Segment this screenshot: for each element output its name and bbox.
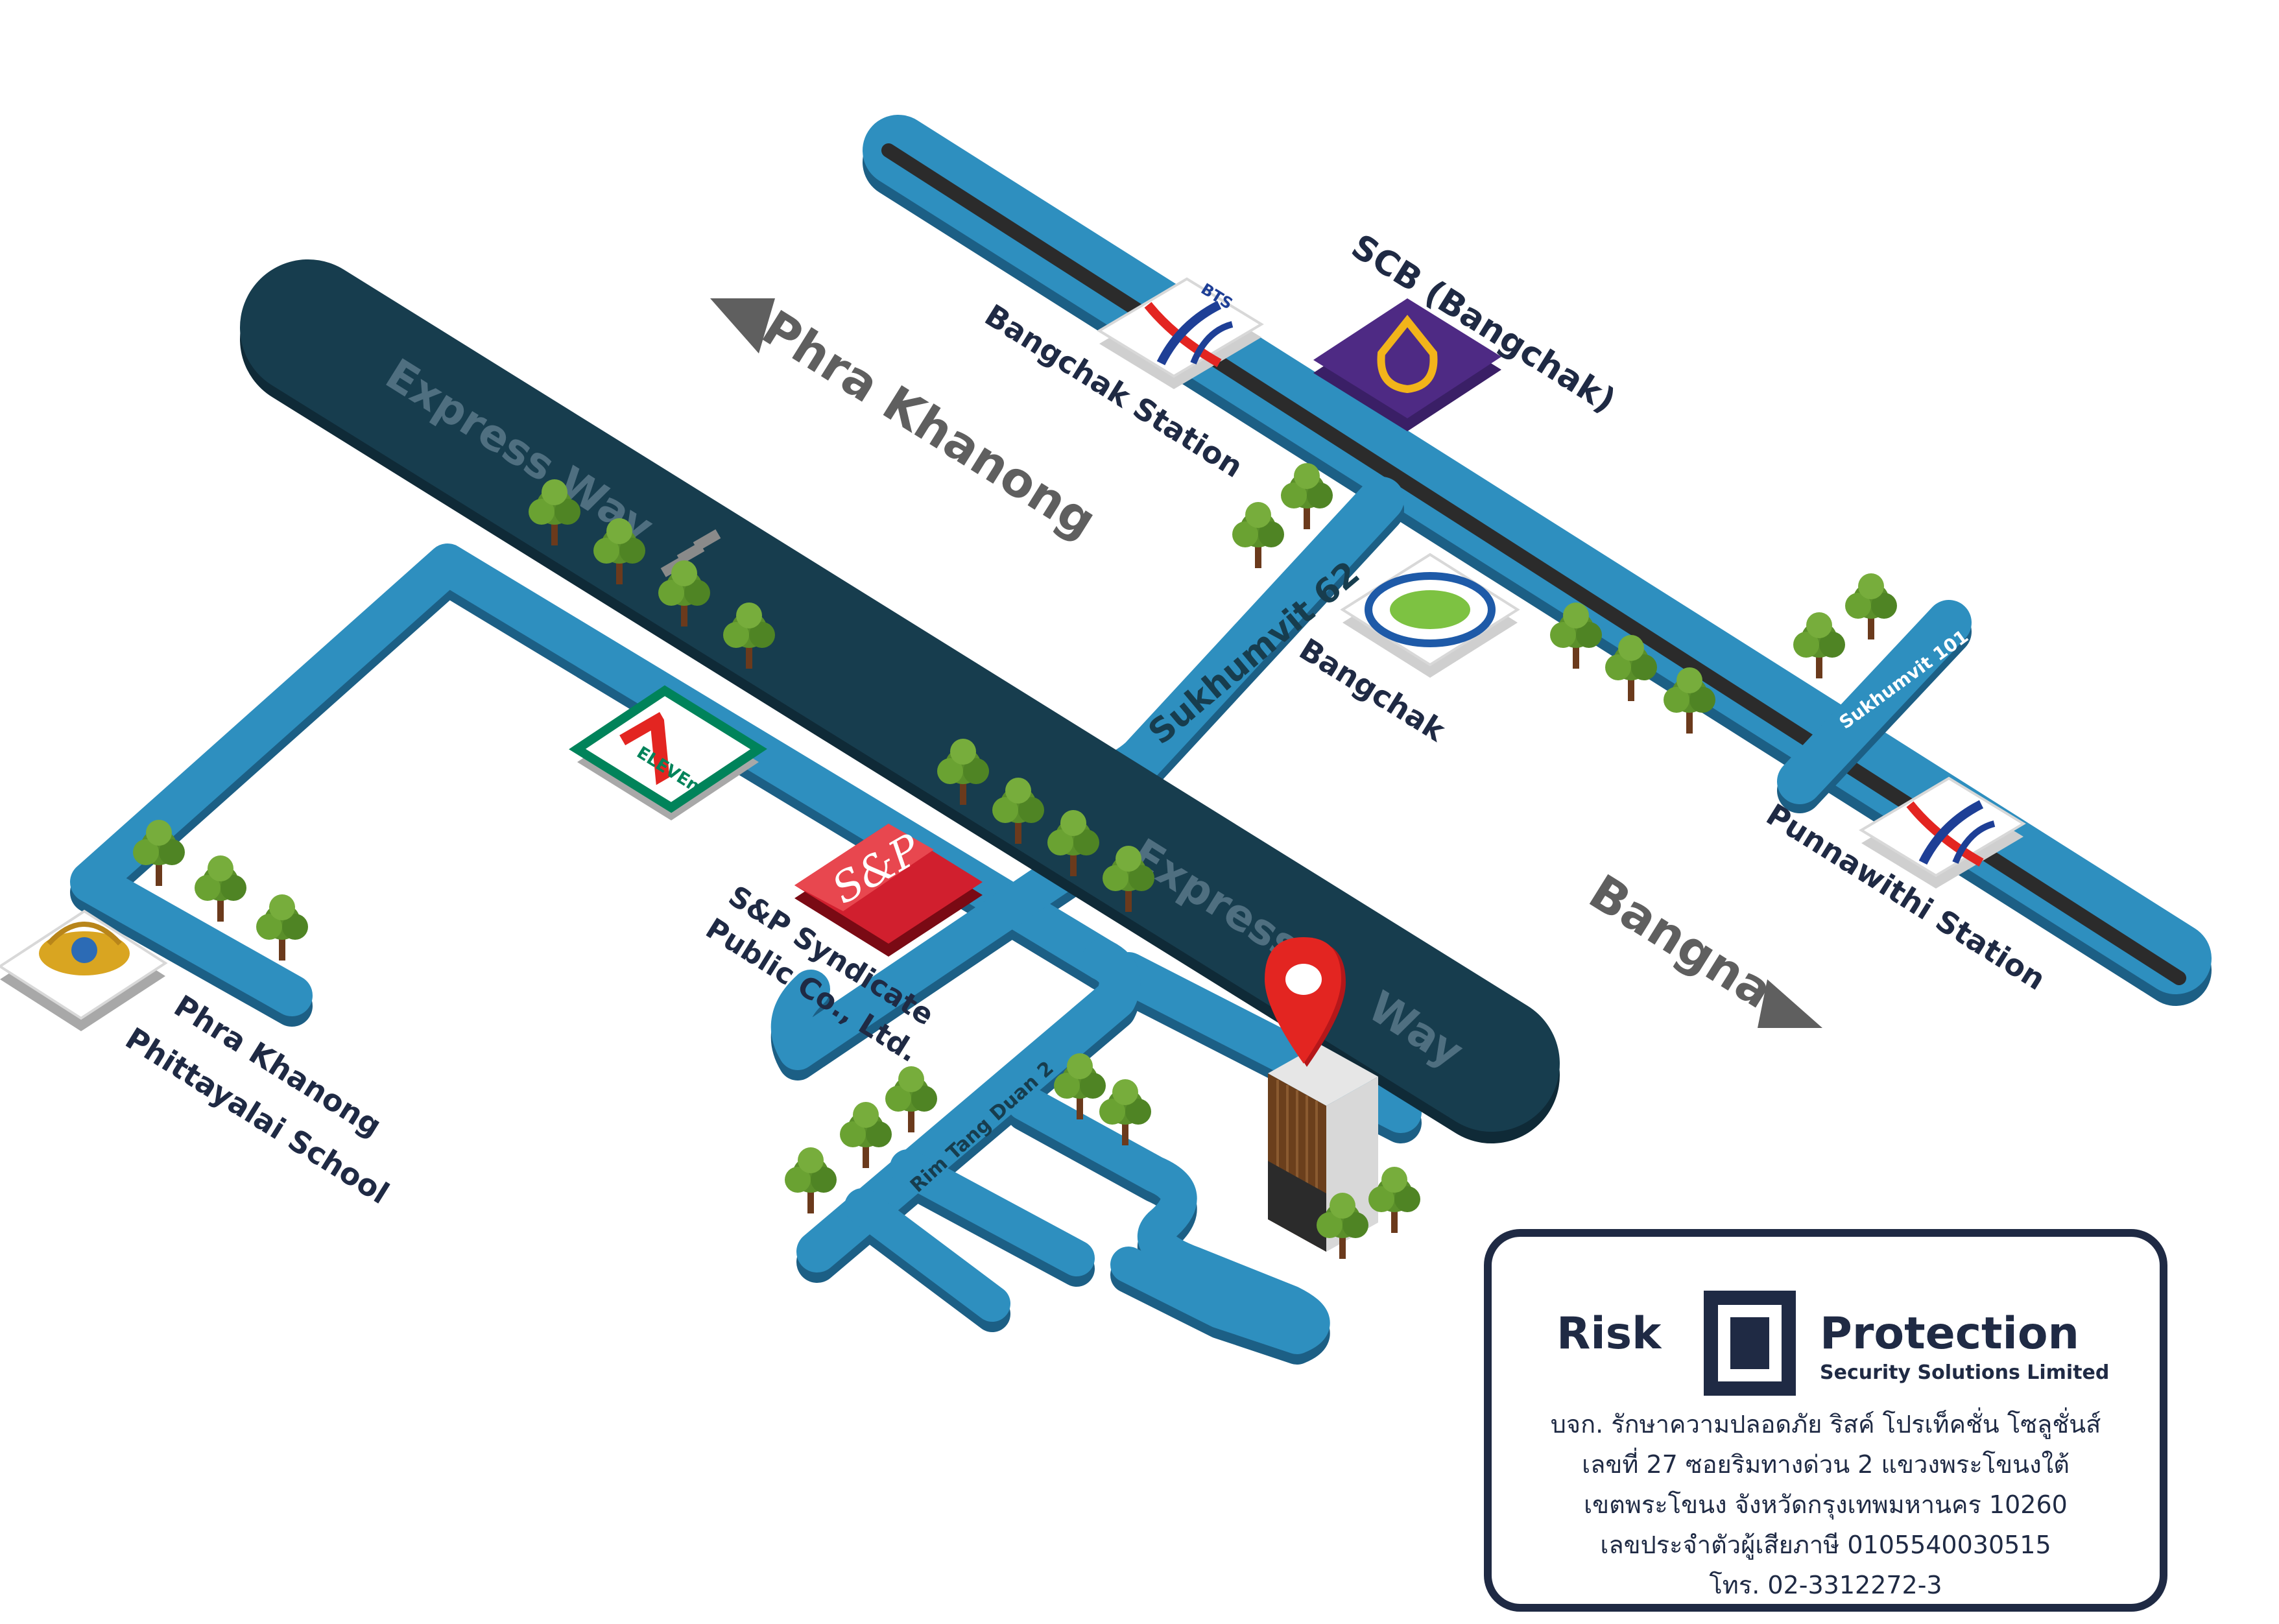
seven-eleven-logo: 7 ELEVEn — [569, 685, 767, 820]
address-line-3: เขตพระโขนง จังหวัดกรุงเทพมหานคร 10260 — [1584, 1490, 2068, 1519]
company-brand: Risk Protection Security Solutions Limit… — [1492, 1276, 2160, 1405]
company-info-card: Risk Protection Security Solutions Limit… — [1484, 1229, 2167, 1612]
phone-line: โทร. 02-3312272-3 — [1709, 1571, 1942, 1599]
bangna-arrow-icon — [1758, 979, 1822, 1028]
sp-logo: S&P — [794, 824, 983, 957]
company-name-right: Protection — [1820, 1308, 2079, 1359]
bts-bangchak-logo: BTS — [1097, 277, 1264, 389]
location-pin-icon — [1265, 937, 1346, 1067]
scb-logo — [1313, 298, 1501, 431]
school-logo — [0, 909, 168, 1031]
tax-id-line: เลขประจำตัวผู้เสียภาษี 0105540030515 — [1600, 1531, 2051, 1559]
bangchak-logo — [1340, 553, 1520, 678]
bangna-direction: Bangna — [1579, 864, 1782, 1020]
company-name-left: Risk — [1557, 1308, 1662, 1359]
phra-khanong-arrow-icon — [710, 298, 775, 353]
address-line-2: เลขที่ 27 ซอยริมทางด่วน 2 แขวงพระโขนงใต้ — [1582, 1450, 2070, 1479]
bts-punnawithi-logo — [1859, 776, 2026, 889]
office-building-icon — [1268, 1044, 1378, 1252]
company-logo-icon — [1704, 1291, 1796, 1396]
address-line-1: บจก. รักษาความปลอดภัย ริสค์ โปรเท็คชั่น … — [1550, 1410, 2101, 1439]
sukhumvit-101-road — [1777, 600, 1972, 813]
company-subtitle: Security Solutions Limited — [1820, 1361, 2110, 1384]
